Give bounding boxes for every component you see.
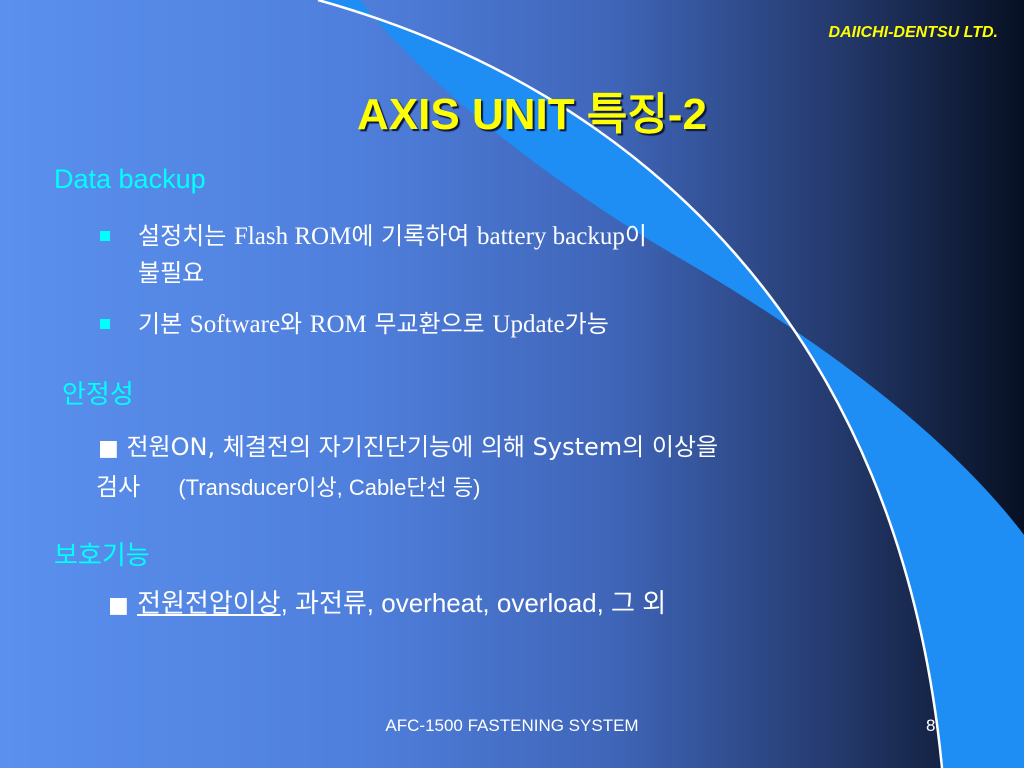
bullet-text-continuation: 불필요: [138, 259, 205, 287]
bullet-software-update: 기본 Software와 ROM 무교환으로 Update가능: [100, 306, 880, 343]
protection-rest-text: , 과전류, overheat, overload, 그 외: [280, 588, 667, 618]
company-name: DAIICHI-DENTSU LTD.: [828, 24, 998, 41]
bullet-square-icon: [100, 231, 110, 241]
footer-text: AFC-1500 FASTENING SYSTEM: [385, 716, 639, 735]
section-heading-stability: 안정성: [62, 380, 134, 410]
bullet-flash-rom: 설정치는 Flash ROM에 기록하여 battery backup이 불필요: [100, 218, 880, 291]
black-square-icon: ■: [108, 593, 129, 618]
page-number: 8: [926, 716, 936, 735]
section-heading-protection: 보호기능: [54, 541, 150, 571]
bullet-text: 기본 Software와 ROM 무교환으로 Update가능: [138, 310, 609, 338]
bullet-square-icon: [100, 319, 110, 329]
section-heading-data-backup: Data backup: [54, 164, 206, 194]
bullet-text: 설정치는 Flash ROM에 기록하여 battery backup이: [138, 222, 647, 250]
black-square-icon: ■: [98, 436, 119, 461]
slide-title: AXIS UNIT 특징-2: [357, 90, 707, 139]
bullet-text-continuation: 검사 (Transducer이상, Cable단선 등): [96, 473, 481, 501]
bullet-self-diagnosis: ■ 전원ON, 체결전의 자기진단기능에 의해 System의 이상을 검사 (…: [96, 428, 1024, 507]
voltage-fault-text: 전원전압이상: [137, 589, 281, 619]
bullet-protection-list: ■ 전원전압이상, 과전류, overheat, overload, 그 외: [108, 585, 666, 624]
